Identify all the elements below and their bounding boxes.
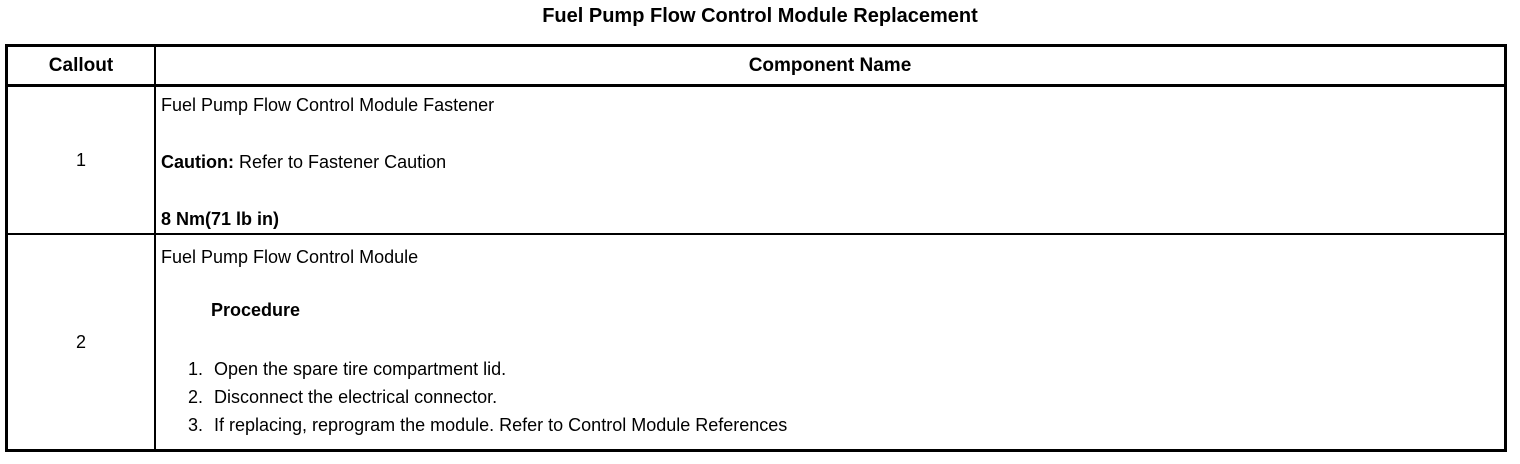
component-name-module: Fuel Pump Flow Control Module xyxy=(161,247,419,267)
component-name-fastener: Fuel Pump Flow Control Module Fastener xyxy=(161,95,495,115)
header-component-name: Component Name xyxy=(748,54,912,76)
caution-line: Caution:Refer to Fastener Caution xyxy=(161,152,1496,172)
caution-text: Refer to Fastener Caution xyxy=(239,152,447,172)
component-cell-1: Fuel Pump Flow Control Module Fastener C… xyxy=(156,87,1504,233)
procedure-heading: Procedure xyxy=(211,300,301,320)
procedure-step: 1. Open the spare tire compartment lid. xyxy=(188,355,1496,383)
component-cell-2: Fuel Pump Flow Control Module Procedure … xyxy=(156,235,1504,449)
header-callout: Callout xyxy=(8,47,156,84)
step-text: Open the spare tire compartment lid. xyxy=(214,359,507,379)
step-text: If replacing, reprogram the module. Refe… xyxy=(214,415,788,435)
procedure-step: 2. Disconnect the electrical connector. xyxy=(188,383,1496,411)
procedure-steps: 1. Open the spare tire compartment lid. … xyxy=(161,355,1496,439)
procedure-step: 3. If replacing, reprogram the module. R… xyxy=(188,411,1496,439)
table-row-1: 1 Fuel Pump Flow Control Module Fastener… xyxy=(8,87,1504,235)
caution-label: Caution: xyxy=(161,152,234,172)
page-title: Fuel Pump Flow Control Module Replacemen… xyxy=(542,5,978,27)
torque-spec: 8 Nm(71 lb in) xyxy=(161,209,280,229)
step-number: 1. xyxy=(188,359,204,379)
component-table: Callout Component Name 1 Fuel Pump Flow … xyxy=(5,44,1507,452)
callout-2: 2 xyxy=(8,235,156,449)
table-row-2: 2 Fuel Pump Flow Control Module Procedur… xyxy=(8,235,1504,449)
table-header-row: Callout Component Name xyxy=(8,47,1504,87)
callout-1: 1 xyxy=(8,87,156,233)
step-number: 2. xyxy=(188,387,204,407)
step-number: 3. xyxy=(188,415,204,435)
step-text: Disconnect the electrical connector. xyxy=(214,387,498,407)
